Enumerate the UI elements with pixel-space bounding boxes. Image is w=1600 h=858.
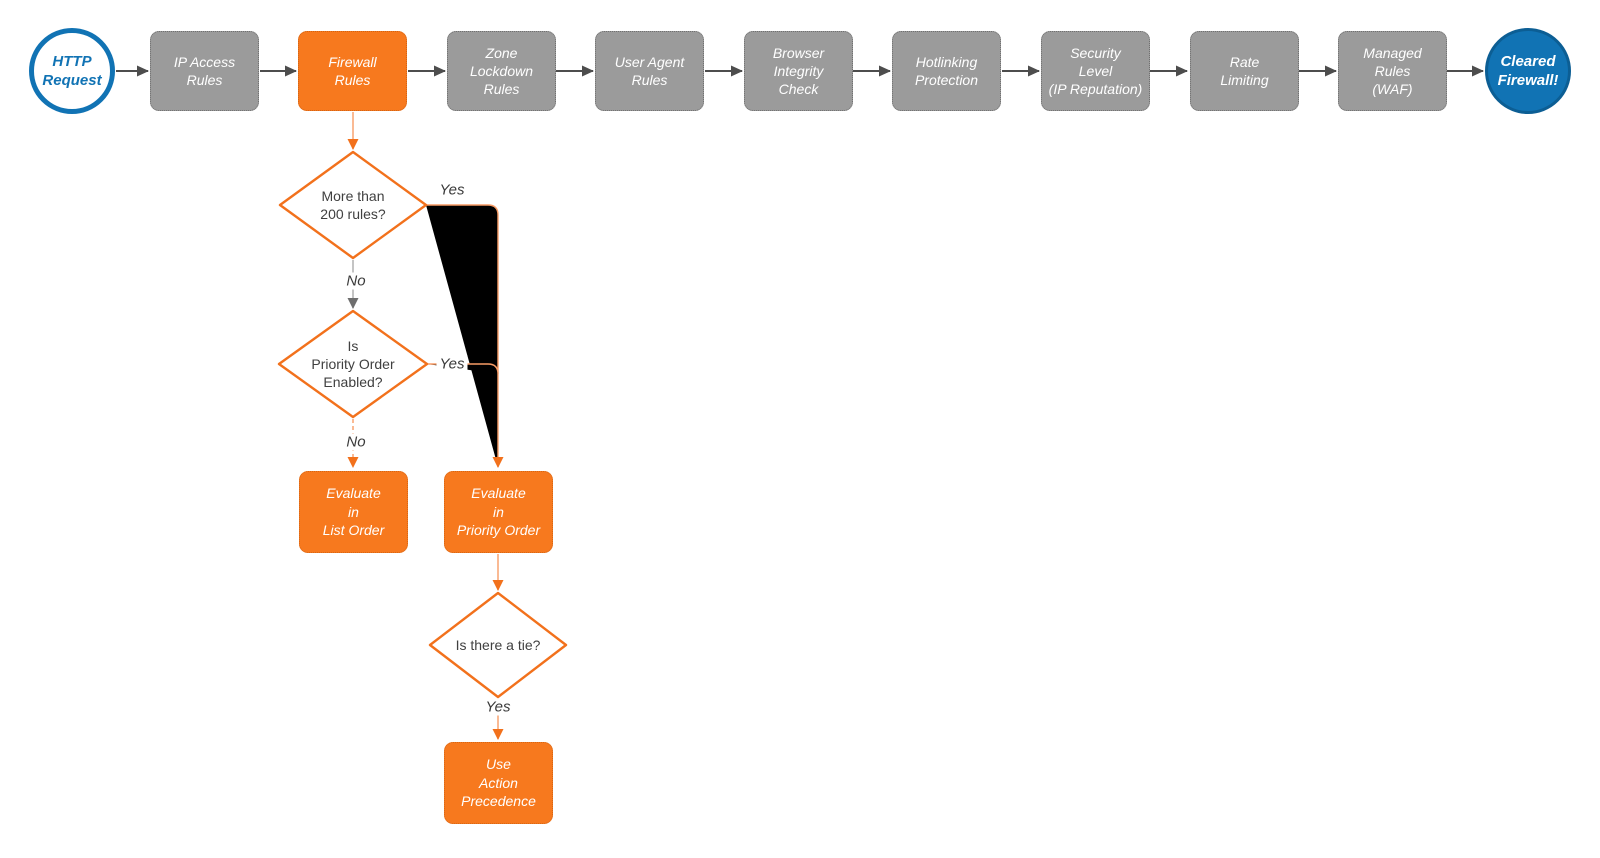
evaluate-list-order-label: Evaluate in List Order (322, 485, 385, 539)
decision2-question: Is Priority Order Enabled? (311, 338, 395, 390)
node-http-request: HTTP Request (29, 28, 115, 114)
node-evaluate-list-order: Evaluate in List Order (299, 471, 408, 553)
node-zone-lockdown-rules: Zone Lockdown Rules (447, 31, 556, 111)
evaluate-priority-order-label: Evaluate in Priority Order (456, 485, 541, 539)
decision2-yes-label: Yes (436, 355, 468, 373)
node-browser-integrity-check: Browser Integrity Check (744, 31, 853, 111)
decision1-no-label: No (343, 272, 369, 290)
node-firewall-rules: Firewall Rules (298, 31, 407, 111)
ip-access-rules-label: IP Access Rules (173, 54, 236, 88)
browser-integrity-check-label: Browser Integrity Check (772, 45, 825, 97)
security-level-label: Security Level (IP Reputation) (1048, 45, 1143, 97)
decision1-question: More than 200 rules? (320, 188, 386, 222)
http-request-label: HTTP Request (42, 53, 102, 89)
decision1-yes-label: Yes (436, 181, 468, 199)
node-managed-rules-waf: Managed Rules (WAF) (1338, 31, 1447, 111)
node-use-action-precedence: Use Action Precedence (444, 742, 553, 824)
firewall-rules-label: Firewall Rules (328, 54, 377, 88)
decision3-question: Is there a tie? (455, 637, 541, 653)
user-agent-rules-label: User Agent Rules (614, 54, 685, 88)
decision2-no-label: No (343, 433, 369, 451)
node-security-level: Security Level (IP Reputation) (1041, 31, 1150, 111)
node-rate-limiting: Rate Limiting (1190, 31, 1299, 111)
zone-lockdown-rules-label: Zone Lockdown Rules (469, 45, 534, 97)
connector-decision1-yes (426, 204, 504, 468)
node-ip-access-rules: IP Access Rules (150, 31, 259, 111)
decision3-yes-label: Yes (482, 698, 514, 716)
managed-rules-waf-label: Managed Rules (WAF) (1363, 45, 1422, 97)
node-hotlinking-protection: Hotlinking Protection (892, 31, 1001, 111)
node-user-agent-rules: User Agent Rules (595, 31, 704, 111)
node-evaluate-priority-order: Evaluate in Priority Order (444, 471, 553, 553)
rate-limiting-label: Rate Limiting (1220, 54, 1269, 88)
node-cleared-firewall: Cleared Firewall! (1485, 28, 1571, 114)
hotlinking-protection-label: Hotlinking Protection (914, 54, 979, 88)
cleared-firewall-label: Cleared Firewall! (1497, 53, 1559, 89)
use-action-precedence-label: Use Action Precedence (461, 756, 536, 810)
